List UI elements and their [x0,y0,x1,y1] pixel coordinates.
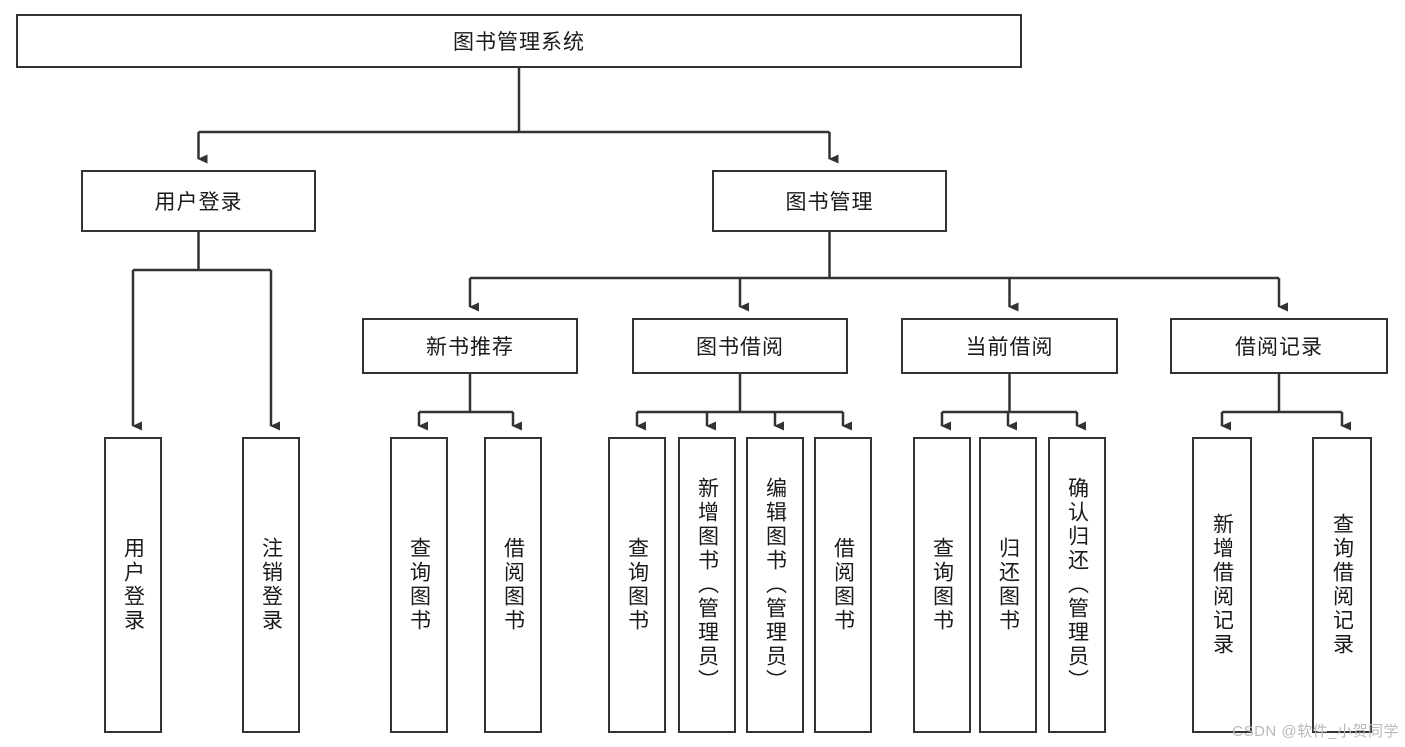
node-leaf-query-borrow-record[interactable]: 查询借阅记录 [1312,437,1372,733]
node-leaf-query-book-1[interactable]: 查询图书 [390,437,448,733]
node-new-book-recommend[interactable]: 新书推荐 [362,318,578,374]
node-label: 新增借阅记录 [1210,513,1234,657]
node-label: 新增图书（管理员） [695,477,719,693]
node-leaf-logout-login[interactable]: 注销登录 [242,437,300,733]
node-label: 借阅记录 [1235,336,1323,359]
node-label: 借阅图书 [831,537,855,633]
node-label: 用户登录 [154,191,243,214]
node-leaf-user-login[interactable]: 用户登录 [104,437,162,733]
node-label: 图书借阅 [696,336,784,359]
node-leaf-borrow-book-2[interactable]: 借阅图书 [814,437,872,733]
node-label: 借阅图书 [501,537,525,633]
node-label: 用户登录 [121,537,145,633]
node-leaf-confirm-return[interactable]: 确认归还（管理员） [1048,437,1106,733]
node-label: 新书推荐 [426,336,514,359]
node-label: 查询图书 [407,537,431,633]
node-borrow-record[interactable]: 借阅记录 [1170,318,1388,374]
node-current-borrow[interactable]: 当前借阅 [901,318,1118,374]
node-label: 编辑图书（管理员） [763,477,787,693]
node-label: 当前借阅 [965,336,1054,359]
node-leaf-add-borrow-record[interactable]: 新增借阅记录 [1192,437,1252,733]
node-user-login[interactable]: 用户登录 [81,170,316,232]
node-label: 图书管理系统 [453,31,585,54]
node-label: 图书管理 [785,191,874,214]
node-leaf-return-book[interactable]: 归还图书 [979,437,1037,733]
node-leaf-borrow-book-1[interactable]: 借阅图书 [484,437,542,733]
node-label: 归还图书 [996,537,1020,633]
node-book-borrow[interactable]: 图书借阅 [632,318,848,374]
node-leaf-add-book-admin[interactable]: 新增图书（管理员） [678,437,736,733]
node-leaf-query-book-2[interactable]: 查询图书 [608,437,666,733]
node-book-manage[interactable]: 图书管理 [712,170,947,232]
node-leaf-edit-book-admin[interactable]: 编辑图书（管理员） [746,437,804,733]
node-label: 确认归还（管理员） [1065,477,1089,693]
node-root[interactable]: 图书管理系统 [16,14,1022,68]
node-label: 查询借阅记录 [1330,513,1354,657]
node-leaf-query-book-3[interactable]: 查询图书 [913,437,971,733]
node-label: 查询图书 [625,537,649,633]
node-label: 查询图书 [930,537,954,633]
node-label: 注销登录 [259,537,283,633]
